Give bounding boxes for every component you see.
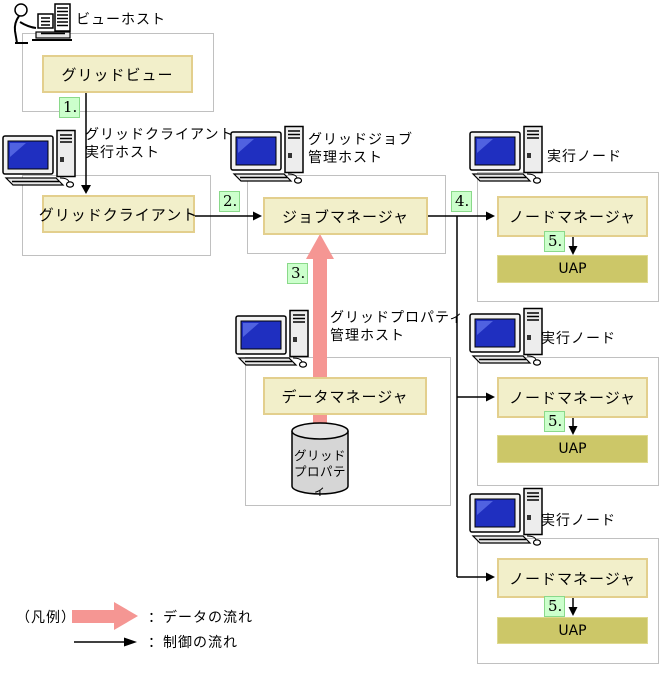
data-manager-box: データマネージャ [263, 377, 427, 415]
grid-property-database: グリッド プロパティ [290, 421, 350, 499]
computer-icon [2, 129, 76, 188]
exec-node-3-label: 実行ノード [541, 513, 616, 529]
computer-icon [469, 487, 543, 546]
legend-data-flow: ：データの流れ [148, 610, 253, 626]
exec-node-2-label: 実行ノード [541, 331, 616, 347]
legend-arrow-samples [72, 602, 138, 647]
property-host-label-line2: 管理ホスト [330, 328, 405, 344]
grid-property-label-line1: グリッド [293, 448, 346, 463]
computer-icon [469, 307, 543, 366]
uap-box: UAP [497, 435, 648, 463]
legend-control-flow: ：制御の流れ [148, 635, 238, 651]
client-host-label: グリッドクライアント 実行ホスト [85, 126, 234, 162]
computer-icon [230, 125, 304, 184]
legend-title: （凡例） [16, 610, 76, 626]
step-badge-5: 5. [544, 596, 565, 617]
property-host-label-line1: グリッドプロパティ [330, 310, 465, 326]
grid-property-label-line2: プロパティ [293, 464, 346, 498]
uap-box: UAP [497, 617, 648, 644]
computer-icon [469, 125, 543, 184]
job-host-label-line1: グリッドジョブ [308, 132, 413, 148]
step-badge-3: 3. [287, 263, 308, 284]
step-badge-5: 5. [544, 231, 565, 252]
node-manager-box: ノードマネージャ [497, 558, 648, 598]
control-flow-arrows [81, 93, 578, 616]
node-manager-box: ノードマネージャ [497, 196, 648, 237]
exec-node-1-label: 実行ノード [547, 149, 622, 165]
view-host-label: ビューホスト [76, 12, 166, 28]
database-cylinder-icon [291, 422, 349, 495]
client-host-label-line2: 実行ホスト [85, 145, 160, 161]
uap-box: UAP [497, 255, 648, 283]
client-host-label-line1: グリッドクライアント [85, 127, 235, 143]
step-badge-5: 5. [544, 411, 565, 432]
job-host-label: グリッドジョブ 管理ホスト [308, 131, 413, 167]
step-badge-2: 2. [219, 191, 240, 212]
job-manager-box: ジョブマネージャ [263, 197, 428, 235]
computer-icon [235, 309, 309, 368]
property-host-label: グリッドプロパティ 管理ホスト [330, 309, 464, 345]
grid-client-box: グリッドクライアント [39, 195, 197, 233]
step-badge-1: 1. [59, 97, 80, 118]
person-at-computer-icon [13, 3, 72, 44]
node-manager-box: ノードマネージャ [497, 377, 648, 418]
job-host-label-line2: 管理ホスト [308, 150, 383, 166]
step-badge-4: 4. [451, 191, 472, 212]
grid-view-box: グリッドビュー [42, 55, 193, 93]
